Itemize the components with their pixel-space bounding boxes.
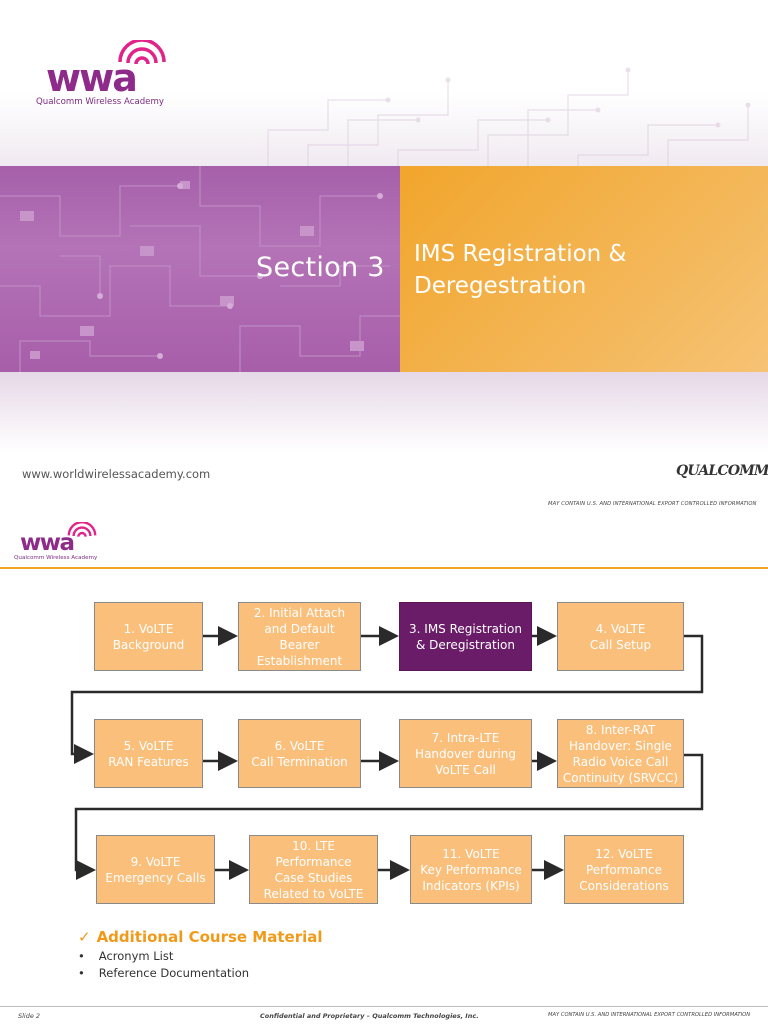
title-slide: wwa Qualcomm Wireless Academy: [0, 0, 768, 507]
flow-box-3-current: 3. IMS Registration& Deregistration: [399, 602, 532, 671]
export-notice: MAY CONTAIN U.S. AND INTERNATIONAL EXPOR…: [548, 501, 757, 507]
agenda-slide: wwa Qualcomm Wireless Academy: [0, 512, 768, 1024]
wifi-signal-icon: [118, 40, 166, 65]
list-item: Acronym List: [78, 948, 249, 965]
additional-material-list: Acronym List Reference Documentation: [78, 948, 249, 981]
slide-title-line2: Deregestration: [414, 273, 587, 299]
circuit-pattern-top: [267, 67, 751, 170]
slide-number: Slide 2: [18, 1012, 41, 1020]
logo-text: wwa: [20, 530, 75, 556]
lower-background: [0, 372, 768, 452]
export-notice: MAY CONTAIN U.S. AND INTERNATIONAL EXPOR…: [548, 1012, 751, 1018]
wifi-signal-icon: [67, 522, 97, 537]
section-label: Section 3: [256, 252, 385, 283]
confidential-notice: Confidential and Proprietary – Qualcomm …: [260, 1012, 479, 1020]
additional-material-heading: ✓ Additional Course Material: [78, 928, 323, 946]
slide-title-line1: IMS Registration &: [414, 241, 627, 267]
header-divider: [0, 567, 768, 569]
additional-material-title: Additional Course Material: [96, 928, 323, 946]
qualcomm-logo: QUALCOMM: [676, 463, 768, 479]
slide-title: IMS Registration & Deregestration: [414, 238, 754, 302]
circuit-pattern: [0, 166, 400, 372]
wwa-logo: wwa Qualcomm Wireless Academy: [36, 40, 186, 110]
logo-text: wwa: [46, 56, 138, 100]
header-background: [0, 0, 768, 170]
list-item: Reference Documentation: [78, 965, 249, 982]
website-url: www.worldwirelessacademy.com: [22, 467, 211, 481]
logo-tagline: Qualcomm Wireless Academy: [36, 97, 164, 107]
wwa-logo-small: wwa Qualcomm Wireless Academy: [14, 520, 114, 570]
title-panel: [400, 166, 768, 372]
footer-divider: [0, 1006, 768, 1007]
flow-connectors: [70, 626, 704, 880]
check-icon: ✓: [78, 928, 91, 946]
logo-tagline: Qualcomm Wireless Academy: [14, 555, 98, 561]
